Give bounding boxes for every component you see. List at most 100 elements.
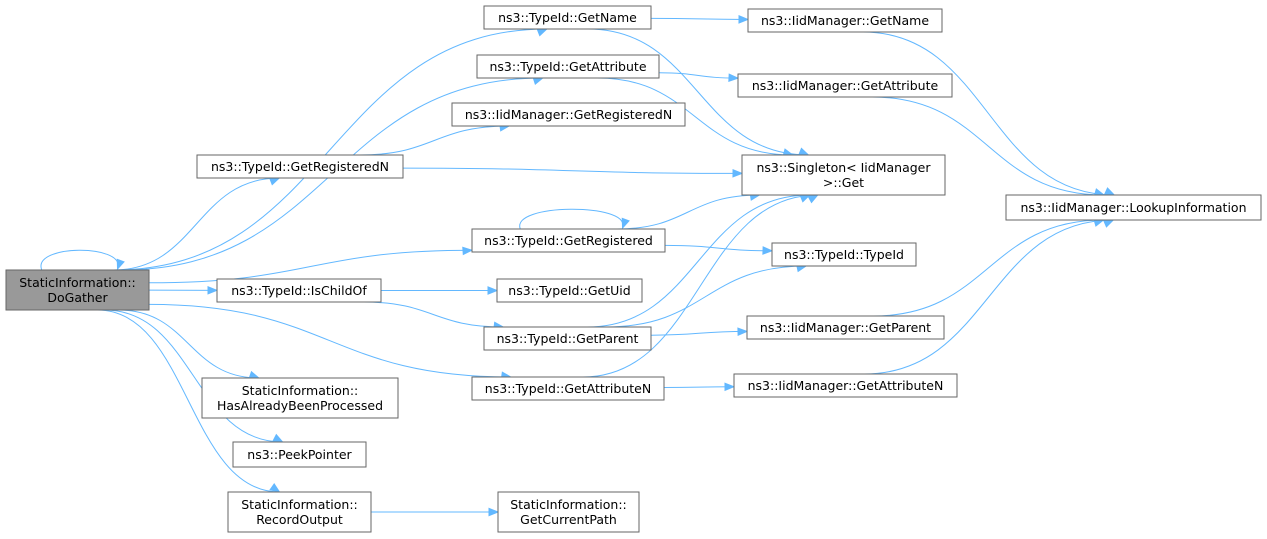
node-singleton-get[interactable]: ns3::Singleton< IidManager>::Get bbox=[741, 154, 946, 196]
node-iid-get-attribute[interactable]: ns3::IidManager::GetAttribute bbox=[737, 73, 953, 98]
edge-line bbox=[359, 125, 510, 156]
node-is-child-of[interactable]: ns3::TypeId::IsChildOf bbox=[216, 278, 382, 303]
edge-get-attribute-n-to-singleton-get bbox=[582, 194, 819, 378]
node-label: ns3::TypeId::GetAttribute bbox=[489, 59, 646, 74]
node-box bbox=[471, 376, 665, 401]
arrowhead-icon bbox=[762, 246, 774, 255]
node-label: ns3::TypeId::TypeId bbox=[784, 247, 904, 262]
edge-line bbox=[148, 303, 511, 378]
edge-get-registered-to-singleton-get bbox=[616, 192, 761, 230]
edge-get-attribute-to-iid-get-attribute bbox=[658, 72, 740, 83]
edge-line bbox=[873, 219, 1104, 317]
node-box bbox=[227, 491, 372, 533]
edge-do-gather-to-record-output bbox=[97, 309, 281, 493]
edge-line bbox=[663, 386, 735, 388]
edge-line bbox=[402, 167, 743, 174]
edge-line bbox=[597, 77, 793, 156]
edge-line bbox=[104, 309, 283, 443]
edge-get-registered-n-to-iid-get-registered-n bbox=[359, 122, 511, 156]
edge-line bbox=[97, 309, 280, 493]
arrowhead-icon bbox=[807, 194, 819, 204]
arrowhead-icon bbox=[536, 28, 549, 37]
node-box bbox=[1005, 194, 1262, 221]
arrowhead-icon bbox=[268, 177, 281, 186]
node-get-attribute[interactable]: ns3::TypeId::GetAttribute bbox=[476, 54, 660, 79]
edge-get-parent-to-iid-get-parent bbox=[650, 327, 749, 336]
node-label: ns3::IidManager::GetAttributeN bbox=[748, 378, 944, 393]
edge-line bbox=[658, 72, 739, 79]
edge-line bbox=[363, 301, 504, 328]
node-iid-get-attribute-n[interactable]: ns3::IidManager::GetAttributeN bbox=[733, 373, 958, 398]
node-label: RecordOutput bbox=[256, 512, 343, 527]
edge-line bbox=[862, 31, 1115, 196]
node-get-registered[interactable]: ns3::TypeId::GetRegistered bbox=[471, 228, 666, 253]
node-label: HasAlreadyBeenProcessed bbox=[217, 398, 383, 413]
node-label: ns3::IidManager::LookupInformation bbox=[1020, 200, 1246, 215]
node-box bbox=[733, 373, 958, 398]
edge-line bbox=[605, 265, 807, 328]
arrowhead-icon bbox=[732, 168, 744, 178]
node-iid-get-name[interactable]: ns3::IidManager::GetName bbox=[747, 8, 943, 33]
node-iid-get-parent[interactable]: ns3::IidManager::GetParent bbox=[746, 315, 945, 340]
node-label: GetCurrentPath bbox=[520, 512, 617, 527]
edge-line bbox=[650, 17, 749, 20]
node-get-registered-n[interactable]: ns3::TypeId::GetRegisteredN bbox=[196, 154, 404, 179]
node-box bbox=[5, 269, 150, 311]
arrowhead-icon bbox=[488, 507, 500, 517]
arrowhead-icon bbox=[487, 286, 499, 295]
node-record-output[interactable]: StaticInformation::RecordOutput bbox=[227, 491, 372, 533]
arrowhead-icon bbox=[728, 73, 740, 83]
node-label: StaticInformation:: bbox=[242, 383, 359, 398]
edge-iid-get-parent-to-lookup-information bbox=[873, 218, 1105, 317]
node-label: ns3::IidManager::GetName bbox=[761, 13, 929, 28]
node-peek-pointer[interactable]: ns3::PeekPointer bbox=[232, 441, 367, 468]
node-box bbox=[451, 102, 686, 127]
node-box bbox=[201, 377, 399, 419]
node-label: ns3::TypeId::GetRegistered bbox=[484, 233, 653, 248]
node-get-parent[interactable]: ns3::TypeId::GetParent bbox=[483, 326, 652, 351]
arrowhead-icon bbox=[738, 15, 750, 24]
node-label: >::Get bbox=[823, 175, 864, 190]
edge-line bbox=[864, 219, 1114, 375]
arrowhead-icon bbox=[462, 246, 474, 256]
node-get-name[interactable]: ns3::TypeId::GetName bbox=[483, 5, 652, 30]
edge-line bbox=[519, 208, 624, 230]
arrowhead-icon bbox=[1103, 187, 1116, 196]
node-box bbox=[737, 73, 953, 98]
edge-get-registered-to-typeid-typeid bbox=[664, 244, 774, 255]
edge-line bbox=[148, 249, 473, 284]
edge-get-registered-to-get-registered bbox=[519, 208, 630, 230]
edge-line bbox=[40, 249, 119, 271]
node-label: DoGather bbox=[47, 290, 108, 305]
node-box bbox=[232, 441, 367, 468]
node-iid-get-registered-n[interactable]: ns3::IidManager::GetRegisteredN bbox=[451, 102, 686, 127]
node-label: StaticInformation:: bbox=[510, 497, 627, 512]
edge-line bbox=[113, 177, 280, 271]
arrowhead-icon bbox=[116, 258, 125, 271]
node-get-attribute-n[interactable]: ns3::TypeId::GetAttributeN bbox=[471, 376, 665, 401]
node-label: ns3::TypeId::GetParent bbox=[497, 331, 639, 346]
edge-line bbox=[587, 28, 809, 156]
node-typeid-typeid[interactable]: ns3::TypeId::TypeId bbox=[771, 242, 917, 267]
arrowhead-icon bbox=[737, 327, 749, 336]
node-box bbox=[471, 228, 666, 253]
arrowhead-icon bbox=[798, 147, 810, 156]
node-label: ns3::Singleton< IidManager bbox=[756, 160, 931, 175]
arrowhead-icon bbox=[724, 382, 736, 392]
node-has-already-been-processed[interactable]: StaticInformation::HasAlreadyBeenProcess… bbox=[201, 377, 399, 419]
node-do-gather[interactable]: StaticInformation::DoGather bbox=[5, 269, 150, 311]
edge-get-name-to-iid-get-name bbox=[650, 15, 750, 24]
node-label: StaticInformation:: bbox=[19, 275, 136, 290]
edge-is-child-of-to-get-uid bbox=[381, 286, 499, 295]
node-label: ns3::TypeId::GetRegisteredN bbox=[211, 159, 389, 174]
node-box bbox=[483, 5, 652, 30]
node-get-uid[interactable]: ns3::TypeId::GetUid bbox=[496, 278, 643, 303]
arrowhead-icon bbox=[621, 217, 630, 230]
node-lookup-information[interactable]: ns3::IidManager::LookupInformation bbox=[1005, 194, 1262, 221]
node-get-current-path[interactable]: StaticInformation::GetCurrentPath bbox=[497, 491, 640, 533]
arrowhead-icon bbox=[272, 433, 284, 443]
node-label: ns3::IidManager::GetRegisteredN bbox=[465, 107, 672, 122]
arrowhead-icon bbox=[207, 285, 219, 295]
call-graph-edges bbox=[40, 15, 1116, 517]
